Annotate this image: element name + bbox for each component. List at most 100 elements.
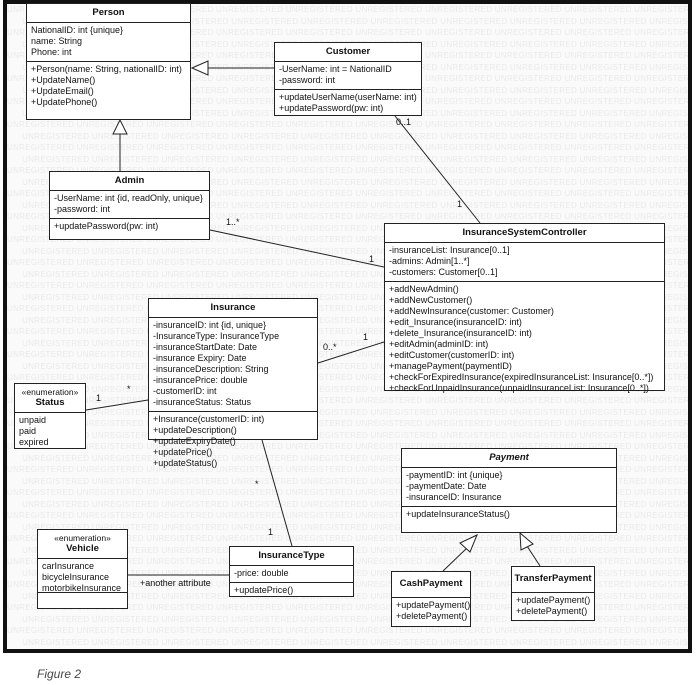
- operation: +deletePayment(): [396, 611, 468, 621]
- operation: +UpdateName(): [31, 75, 96, 85]
- stereotype-label: «enumeration»: [21, 387, 79, 397]
- operation: +updatePayment(): [396, 600, 471, 610]
- operation: +managePayment(paymentID): [389, 361, 512, 371]
- enum-header: «enumeration» Vehicle: [38, 530, 127, 559]
- enum-literal: paid: [19, 426, 37, 436]
- generalization-cashpayment-payment: [442, 546, 469, 572]
- stereotype-label: «enumeration»: [54, 533, 111, 543]
- attribute: -insurancePrice: double: [153, 375, 248, 385]
- multiplicity-label: 1..*: [226, 217, 240, 227]
- attribute-compartment: -price: double: [230, 566, 353, 583]
- attribute-compartment: -insuranceList: Insurance[0..1]-admins: …: [385, 243, 664, 282]
- class-name: Vehicle: [66, 543, 99, 554]
- enum-literal: motorbikeInsurance: [42, 583, 122, 593]
- operation-compartment: +updatePassword(pw: int): [50, 219, 209, 235]
- attribute: -insuranceID: int {id, unique}: [153, 320, 267, 330]
- class-name: Status: [35, 397, 65, 408]
- class-cash-payment[interactable]: CashPayment +updatePayment()+deletePayme…: [391, 571, 471, 627]
- operation: +updatePayment(): [516, 595, 591, 605]
- operation: +editCustomer(customerID: int): [389, 350, 515, 360]
- operation: +checkForExpiredInsurance(expiredInsuran…: [389, 372, 654, 382]
- attribute: Phone: int: [31, 47, 72, 57]
- attribute: -admins: Admin[1..*]: [389, 256, 470, 266]
- attribute: -insurance Expiry: Date: [153, 353, 247, 363]
- attribute: -password: int: [54, 204, 111, 214]
- class-name: Insurance: [149, 299, 317, 318]
- class-customer[interactable]: Customer -UserName: int = NationalID-pas…: [274, 42, 422, 116]
- multiplicity-label: *: [127, 384, 131, 394]
- operation-compartment: +updatePayment()+deletePayment(): [392, 598, 470, 625]
- attribute: -UserName: int {id, readOnly, unique}: [54, 193, 203, 203]
- generalization-arrowhead: [112, 118, 128, 135]
- class-name: InsuranceSystemController: [385, 224, 664, 243]
- class-transfer-payment[interactable]: TransferPayment +updatePayment()+deleteP…: [511, 566, 595, 621]
- attribute: -paymentDate: Date: [406, 481, 487, 491]
- association-insurance-controller: [317, 341, 385, 364]
- operation: +updatePrice(): [153, 447, 213, 457]
- attribute: name: String: [31, 36, 83, 46]
- operation: +addNewCustomer(): [389, 295, 473, 305]
- association-admin-controller: [209, 229, 385, 268]
- attribute-compartment: -UserName: int = NationalID-password: in…: [275, 62, 421, 90]
- enum-literal: unpaid: [19, 415, 47, 425]
- operation-compartment: +updatePrice(): [230, 583, 353, 599]
- class-insurance[interactable]: Insurance -insuranceID: int {id, unique}…: [148, 298, 318, 468]
- operation: +delete_Insurance(insuranceID: int): [389, 328, 532, 338]
- enum-literal: bicycleInsurance: [42, 572, 110, 582]
- attribute: -customers: Customer[0..1]: [389, 267, 498, 277]
- multiplicity-label: 1: [96, 393, 102, 403]
- operation: +addNewInsurance(customer: Customer): [389, 306, 554, 316]
- class-admin[interactable]: Admin -UserName: int {id, readOnly, uniq…: [49, 171, 210, 240]
- multiplicity-label: 0..1: [396, 117, 412, 127]
- class-insurance-system-controller[interactable]: InsuranceSystemController -insuranceList…: [384, 223, 665, 393]
- generalization-transferpayment-payment: [526, 545, 541, 567]
- attribute: -insuranceDescription: String: [153, 364, 269, 374]
- class-person[interactable]: Person NationalID: int {unique}name: Str…: [26, 3, 191, 120]
- association-label: +another attribute: [140, 578, 211, 588]
- operation-compartment: +updatePayment()+deletePayment(): [512, 593, 594, 620]
- attribute: -price: double: [234, 568, 289, 578]
- class-name: Payment: [402, 449, 616, 468]
- class-name: Person: [27, 4, 190, 23]
- attribute-compartment: -paymentID: int {unique}-paymentDate: Da…: [402, 468, 616, 507]
- attribute: -InsuranceType: InsuranceType: [153, 331, 280, 341]
- attribute: -UserName: int = NationalID: [279, 64, 392, 74]
- attribute: -insuranceList: Insurance[0..1]: [389, 245, 510, 255]
- enum-literal: expired: [19, 437, 49, 447]
- enum-header: «enumeration» Status: [15, 384, 85, 413]
- class-name: TransferPayment: [512, 567, 594, 593]
- figure-caption: Figure 2: [37, 667, 82, 681]
- generalization-arrowhead: [459, 533, 478, 553]
- operation: +addNewAdmin(): [389, 284, 459, 294]
- association-insurance-insurancetype: [261, 439, 293, 547]
- multiplicity-label: *: [255, 479, 259, 489]
- operation: +updateStatus(): [153, 458, 218, 468]
- class-payment[interactable]: Payment -paymentID: int {unique}-payment…: [401, 448, 617, 533]
- operation: +deletePayment(): [516, 606, 588, 616]
- multiplicity-label: 1: [268, 527, 274, 537]
- enum-literal: carInsurance: [42, 561, 95, 571]
- operation: +updatePassword(pw: int): [54, 221, 159, 231]
- operation: +editAdmin(adminID: int): [389, 339, 489, 349]
- multiplicity-label: 1: [457, 199, 463, 209]
- class-name: Admin: [50, 172, 209, 191]
- operation: +checkForUnpaidInsurance(unpaidInsurance…: [389, 383, 649, 393]
- attribute-compartment: -UserName: int {id, readOnly, unique}-pa…: [50, 191, 209, 219]
- operation: +edit_Insurance(insuranceID: int): [389, 317, 522, 327]
- attribute: -insuranceStartDate: Date: [153, 342, 258, 352]
- multiplicity-label: 1: [369, 254, 375, 264]
- multiplicity-label: 1: [363, 332, 369, 342]
- operation: +updateUserName(userName: int): [279, 92, 417, 102]
- attribute: -customerID: int: [153, 386, 217, 396]
- operation-compartment: +updateInsuranceStatus(): [402, 507, 616, 523]
- operation-compartment: +Person(name: String, nationalID: int)+U…: [27, 62, 190, 111]
- class-insurance-type[interactable]: InsuranceType -price: double +updatePric…: [229, 546, 354, 597]
- class-name: CashPayment: [392, 572, 470, 598]
- multiplicity-label: 0..*: [323, 342, 337, 352]
